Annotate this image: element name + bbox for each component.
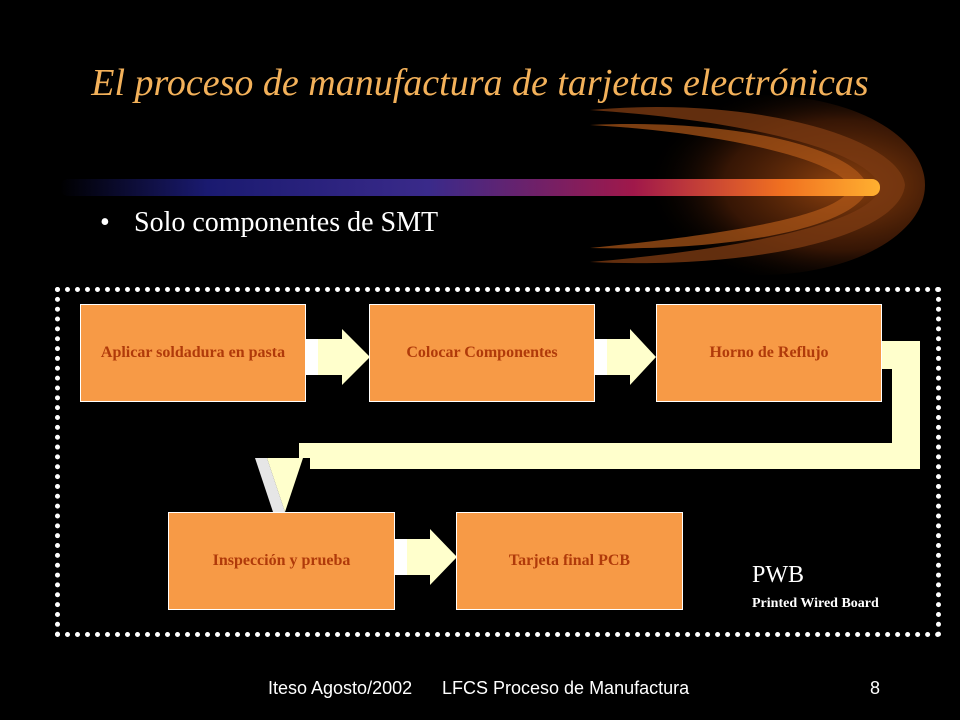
bullet-point: • Solo componentes de SMT bbox=[100, 207, 438, 239]
footer-center: LFCS Proceso de Manufactura bbox=[442, 678, 690, 698]
bullet-text: Solo componentes de SMT bbox=[134, 207, 439, 238]
step-aplicar-soldadura: Aplicar soldadura en pasta bbox=[80, 304, 306, 402]
return-arrow-3-to-4 bbox=[255, 341, 920, 512]
arrow-4-to-5 bbox=[395, 529, 457, 585]
footer-left: Iteso Agosto/2002 bbox=[268, 678, 413, 698]
pwb-subtitle: Printed Wired Board bbox=[752, 596, 879, 611]
slide-title: El proceso de manufactura de tarjetas el… bbox=[91, 62, 869, 104]
arrow-1-to-2 bbox=[306, 329, 370, 385]
step-colocar-componentes: Colocar Componentes bbox=[369, 304, 595, 402]
footer-page-number: 8 bbox=[870, 678, 881, 698]
step-horno-reflujo: Horno de Reflujo bbox=[656, 304, 882, 402]
bullet-dot: • bbox=[100, 207, 110, 238]
step-tarjeta-final: Tarjeta final PCB bbox=[456, 512, 683, 610]
pwb-label: PWB bbox=[752, 562, 805, 588]
step-inspeccion-prueba: Inspección y prueba bbox=[168, 512, 395, 610]
title-swoosh-decoration bbox=[60, 95, 925, 275]
arrow-2-to-3 bbox=[595, 329, 656, 385]
pwb-dotted-frame bbox=[55, 287, 941, 637]
